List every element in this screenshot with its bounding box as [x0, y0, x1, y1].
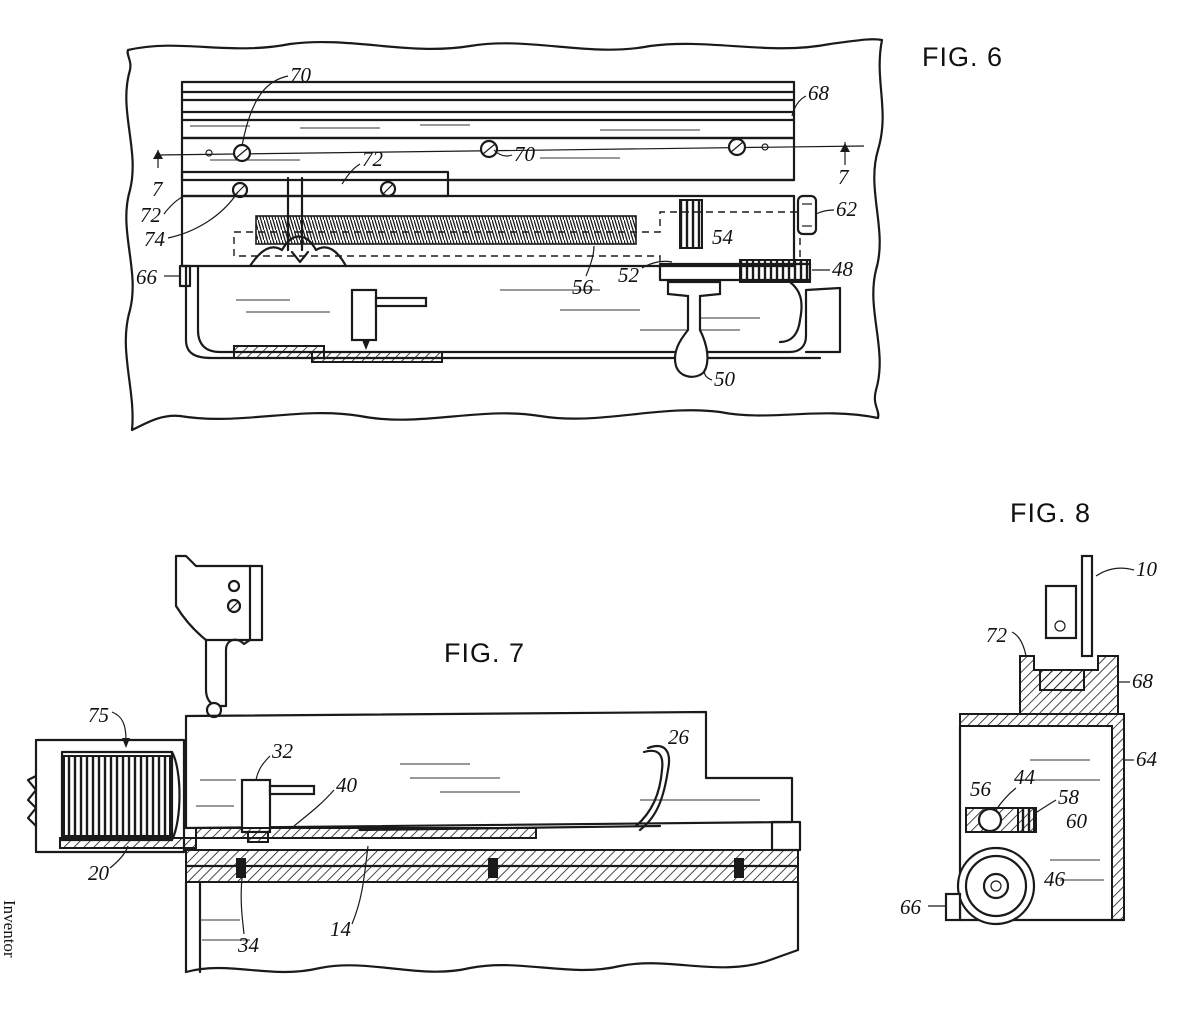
- figure-6: FIG. 6 70 68 70 7 7 72 72 74 62 54 66 56…: [124, 38, 1003, 432]
- reference-numeral: 20: [88, 861, 110, 885]
- reference-numeral: 46: [1044, 867, 1066, 891]
- reference-numeral: 64: [1136, 747, 1158, 771]
- fig8-title: FIG. 8: [1010, 498, 1091, 528]
- fig6-gear-54: [679, 199, 703, 249]
- reference-numeral: 7: [838, 165, 850, 189]
- figure-7: FIG. 7: [26, 554, 802, 974]
- reference-numeral: 72: [986, 623, 1008, 647]
- reference-numeral: 50: [714, 367, 736, 391]
- reference-numeral: 54: [712, 225, 734, 249]
- fig8-shaft-44: [977, 807, 1003, 833]
- fig7-spring-clip-26: [638, 744, 671, 832]
- fig8-plate-10: [1080, 554, 1094, 658]
- fig6-section-line-7: [157, 145, 865, 156]
- fig6-break-outline: [124, 38, 884, 432]
- reference-numeral: 72: [362, 147, 384, 171]
- reference-numeral: 52: [618, 263, 640, 287]
- fig6-knob-62: [796, 194, 818, 236]
- reference-numeral: 74: [144, 227, 166, 251]
- reference-numeral: 68: [1132, 669, 1154, 693]
- reference-numeral: 48: [832, 257, 854, 281]
- figure-8: FIG. 8 10 72 68 64: [900, 498, 1158, 926]
- reference-numeral: 70: [514, 142, 536, 166]
- fig6-title: FIG. 6: [922, 42, 1003, 72]
- inventor-side-text: Inventor: [0, 900, 19, 958]
- reference-numeral: 56: [572, 275, 594, 299]
- reference-numeral: 68: [808, 81, 830, 105]
- reference-numeral: 66: [900, 895, 922, 919]
- reference-numeral: 75: [88, 703, 109, 727]
- reference-numeral: 58: [1058, 785, 1080, 809]
- reference-numeral: 70: [290, 63, 312, 87]
- fig8-reference-numerals: 10 72 68 64 56 44 58 60 46 66: [900, 557, 1158, 919]
- fig6-spring-56: [255, 215, 637, 245]
- reference-numeral: 60: [1066, 809, 1088, 833]
- fig7-clip-32: [240, 778, 272, 834]
- fig6-screw-70: [232, 137, 747, 163]
- reference-numeral: 40: [336, 773, 358, 797]
- reference-numeral: 66: [136, 265, 158, 289]
- reference-numeral: 72: [140, 203, 162, 227]
- fig6-reference-numerals: 70 68 70 7 7 72 72 74 62 54 66 56 52 48: [136, 63, 858, 391]
- fig6-plate-72: [180, 170, 450, 198]
- reference-numeral: 32: [271, 739, 294, 763]
- reference-numeral: 34: [237, 933, 260, 957]
- reference-numeral: 26: [668, 725, 690, 749]
- fig6-handle-50: [666, 280, 722, 378]
- reference-numeral: 56: [970, 777, 992, 801]
- fig7-body: [184, 710, 794, 830]
- fig6-top-rail: [180, 80, 796, 140]
- fig7-coil-75: [63, 755, 171, 837]
- reference-numeral: 7: [152, 177, 164, 201]
- fig7-title: FIG. 7: [444, 638, 525, 668]
- fig8-roller-46: [956, 846, 1036, 926]
- reference-numeral: 10: [1136, 557, 1158, 581]
- fig7-hanger-bracket: [174, 554, 264, 642]
- fig7-reference-numerals: 75 32 40 26 20 34 14: [88, 703, 690, 957]
- reference-numeral: 44: [1014, 765, 1036, 789]
- reference-numeral: 14: [330, 917, 352, 941]
- reference-numeral: 62: [836, 197, 858, 221]
